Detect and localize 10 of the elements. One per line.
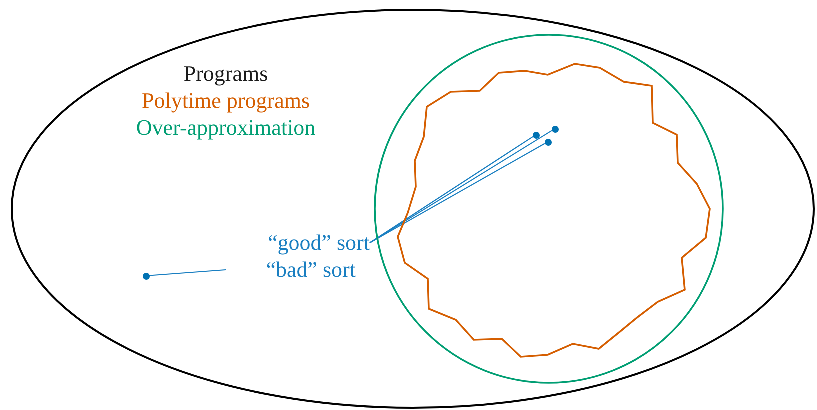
set-label: Programs <box>184 61 268 87</box>
set-label: Over-approximation <box>136 115 316 141</box>
sort-label: “bad” sort <box>226 257 356 283</box>
dot-marker <box>552 126 558 132</box>
dot-marker <box>142 272 150 280</box>
dot-marker <box>532 132 540 138</box>
leader-line <box>149 269 226 276</box>
set-label: Polytime programs <box>142 88 310 114</box>
dot-marker <box>544 138 552 146</box>
sort-label: “good” sort <box>226 230 370 256</box>
